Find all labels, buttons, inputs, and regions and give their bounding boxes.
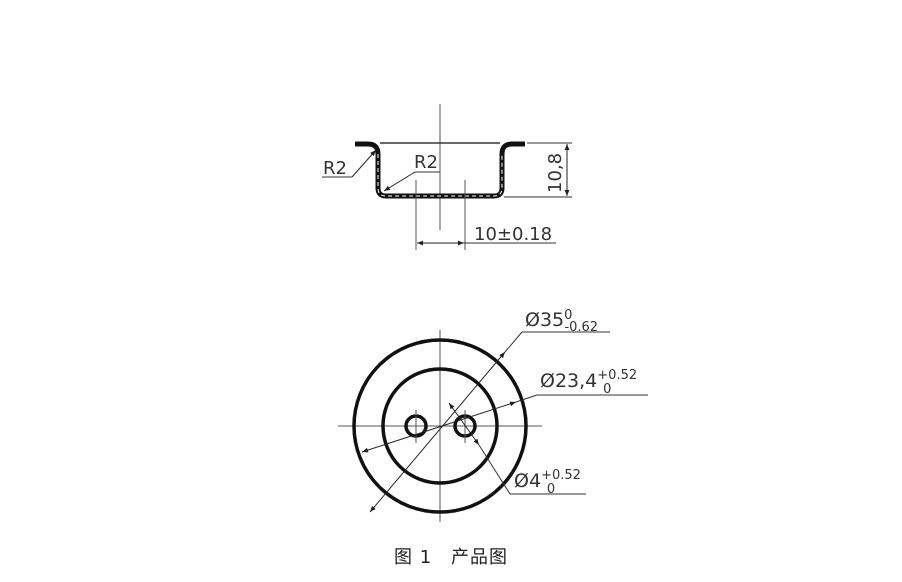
inner-dia-symbol: Ø [540,370,555,392]
outer-dia-label: Ø350-0.62 [525,308,598,335]
hole-dia-upper-tol: +0.52 [541,468,581,483]
figure-number: 图 1 [394,547,433,568]
section-view: 10±0.18 R2 R2 10,8 [322,104,572,250]
figure-title: 产品图 [450,547,508,568]
hole-dia-symbol: Ø [514,470,529,492]
hole-dia-dim-line [448,402,480,446]
outer-dia-upper-tol: 0 [564,308,572,323]
hole-spacing-label: 10±0.18 [474,224,552,245]
r2-outer-label: R2 [323,158,347,179]
r2-inner-leader [383,171,416,192]
outer-dia-leader [504,331,523,353]
height-label: 10,8 [545,153,566,193]
outer-dia-lower-tol: -0.62 [564,320,598,335]
r2-inner-label: R2 [414,152,438,173]
outer-dia-symbol: Ø [525,309,540,331]
inner-dia-lower-tol: 0 [603,382,611,397]
figure-caption: 图 1 产品图 [0,543,902,569]
hole-dia-lower-tol: 0 [547,482,555,497]
inner-dia-value: 23,4 [555,370,597,392]
inner-dia-leader [515,394,538,403]
hole-dia-value: 4 [529,470,541,492]
cup-profile-inner [377,154,503,197]
hole-dia-leader [478,444,511,495]
outer-dia-dim-line [369,351,506,513]
inner-dia-upper-tol: +0.52 [597,368,637,383]
outer-circle [352,338,528,514]
outer-dia-value: 35 [540,309,564,331]
inner-dia-dim-line [361,401,517,453]
r2-outer-leader [351,149,377,178]
